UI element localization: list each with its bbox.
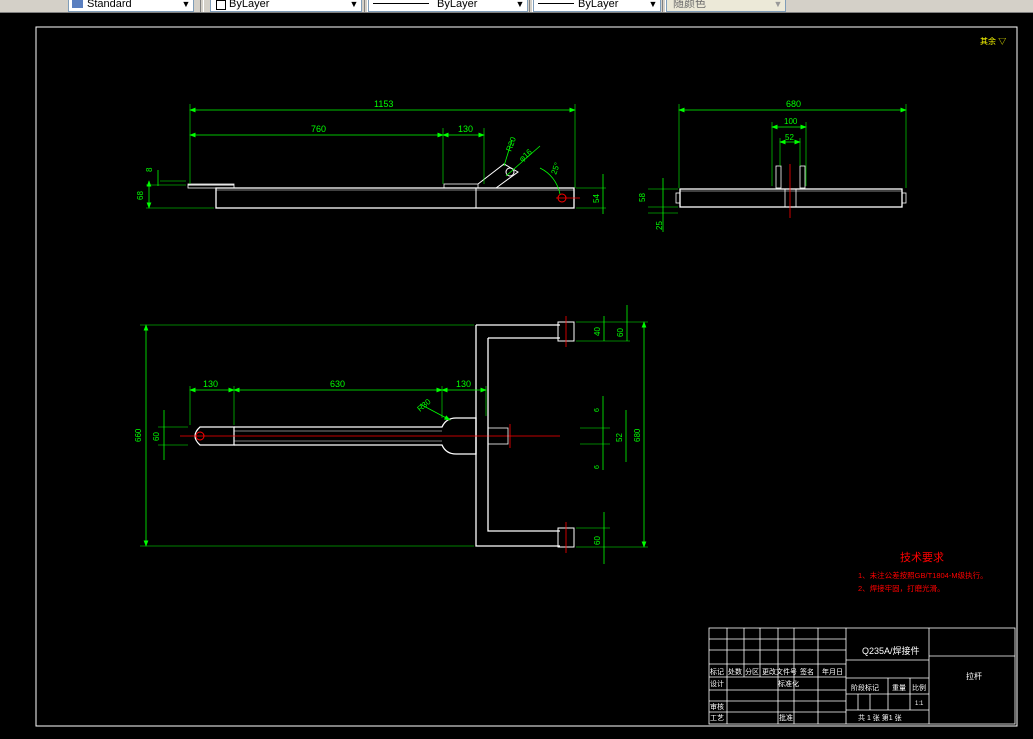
dim-r20: R20 — [504, 135, 518, 152]
dim-phi16: φ16 — [517, 147, 534, 163]
dim-680-plan: 680 — [633, 428, 642, 442]
text-style-icon — [72, 0, 83, 8]
row-header-5: 年月日 — [822, 667, 843, 676]
text-style-dropdown[interactable]: Standard ▼ — [68, 0, 194, 12]
dim-68: 68 — [136, 191, 145, 200]
dim-25: 25 — [655, 221, 664, 230]
tech-requirements: 技术要求 1、未注公差按照GB/T1804-M级执行。 2、焊接牢固，打磨光滑。 — [858, 551, 988, 593]
material-label: Q235A/焊接件 — [862, 645, 920, 656]
layer-dropdown[interactable]: ByLayer ▼ — [210, 0, 362, 12]
linetype-value: ByLayer — [437, 0, 478, 10]
dim-40: 40 — [593, 327, 602, 336]
row-header-1: 处数 — [728, 667, 742, 676]
dim-6-bottom: 6 — [594, 465, 601, 469]
dim-6-top: 6 — [594, 408, 601, 412]
toolbar-separator — [529, 0, 533, 12]
color-swatch-icon — [216, 0, 226, 10]
plot-style-value: 随颜色 — [673, 0, 706, 10]
dim-60-bottom: 60 — [593, 536, 602, 545]
sheet-count: 共 1 张 第1 张 — [858, 713, 902, 722]
tech-req-item-2: 2、焊接牢固，打磨光滑。 — [858, 583, 945, 593]
chevron-down-icon[interactable]: ▼ — [181, 0, 191, 9]
roughness-note: 其余 ▽ — [980, 36, 1006, 46]
toolbar-separator — [200, 0, 204, 12]
dim-130-plan-left: 130 — [203, 379, 218, 389]
end-view: 680 100 52 58 25 — [638, 99, 907, 232]
lineweight-dropdown[interactable]: ByLayer ▼ — [533, 0, 661, 12]
toolbar-separator — [364, 0, 368, 12]
dim-1153: 1153 — [374, 99, 393, 109]
text-style-value: Standard — [87, 0, 132, 10]
scale-value: 1:1 — [915, 701, 924, 707]
tech-req-title: 技术要求 — [900, 551, 944, 564]
dim-60-top: 60 — [616, 328, 625, 337]
approve-label: 批准 — [779, 713, 793, 722]
properties-toolbar: Standard ▼ ByLayer ▼ ByLayer ▼ ByLayer ▼… — [0, 0, 1033, 13]
standardization-label: 标准化 — [778, 679, 799, 688]
dim-25-angle: 25° — [549, 161, 562, 175]
side-view: 1153 760 130 R20 φ16 25° 8 68 54 — [136, 99, 606, 214]
row-header-0: 标记 — [710, 667, 724, 676]
linetype-dropdown[interactable]: ByLayer ▼ — [368, 0, 528, 12]
dim-52-end: 52 — [785, 133, 794, 142]
chevron-down-icon[interactable]: ▼ — [773, 0, 783, 9]
weight-label: 重量 — [892, 684, 906, 692]
drawing-svg: 其余 ▽ 1153 760 130 R20 φ16 25° 8 — [35, 26, 1018, 727]
chevron-down-icon[interactable]: ▼ — [349, 0, 359, 9]
lineweight-value: ByLayer — [578, 0, 619, 10]
plot-style-dropdown[interactable]: 随颜色 ▼ — [666, 0, 786, 12]
side-bar-outline — [215, 187, 575, 209]
tech-req-item-1: 1、未注公差按照GB/T1804-M级执行。 — [858, 570, 988, 580]
stage-mark-label: 阶段标记 — [851, 683, 879, 692]
row-header-2: 分区 — [745, 667, 759, 676]
dim-52-plan: 52 — [615, 433, 624, 442]
dim-660: 660 — [134, 428, 143, 442]
dim-60-plan-left: 60 — [152, 432, 161, 441]
review-label: 审核 — [710, 702, 724, 711]
linetype-preview-icon — [373, 3, 429, 4]
design-label: 设计 — [710, 679, 724, 688]
dim-58: 58 — [638, 193, 647, 202]
toolbar-separator — [662, 0, 666, 12]
scale-label: 比例 — [912, 683, 926, 692]
drawing-canvas[interactable]: 其余 ▽ 1153 760 130 R20 φ16 25° 8 — [0, 13, 1033, 739]
title-block — [708, 627, 1016, 725]
row-header-4: 签名 — [800, 667, 814, 676]
row-header-3: 更改文件号 — [762, 667, 797, 676]
chevron-down-icon[interactable]: ▼ — [648, 0, 658, 9]
dim-100: 100 — [784, 117, 798, 126]
drawing-frame — [35, 26, 1018, 727]
dim-680-end: 680 — [786, 99, 801, 109]
dim-r30: R30 — [416, 397, 433, 414]
title-block-text: Q235A/焊接件 拉杆 标记 处数 分区 更改文件号 签名 年月日 设计 标准… — [710, 645, 982, 722]
end-bar-outline — [679, 188, 903, 208]
dim-8: 8 — [145, 167, 154, 172]
part-name: 拉杆 — [966, 671, 982, 681]
lineweight-preview-icon — [538, 3, 574, 4]
dim-760: 760 — [311, 124, 326, 134]
layer-value: ByLayer — [229, 0, 270, 10]
chevron-down-icon[interactable]: ▼ — [515, 0, 525, 9]
dim-130-side: 130 — [458, 124, 473, 134]
dim-630: 630 — [330, 379, 345, 389]
dim-130-plan-right: 130 — [456, 379, 471, 389]
process-label: 工艺 — [710, 714, 724, 722]
plan-view: 130 630 130 R30 660 60 40 60 6 6 52 680 — [134, 305, 648, 564]
dim-54: 54 — [592, 194, 601, 203]
